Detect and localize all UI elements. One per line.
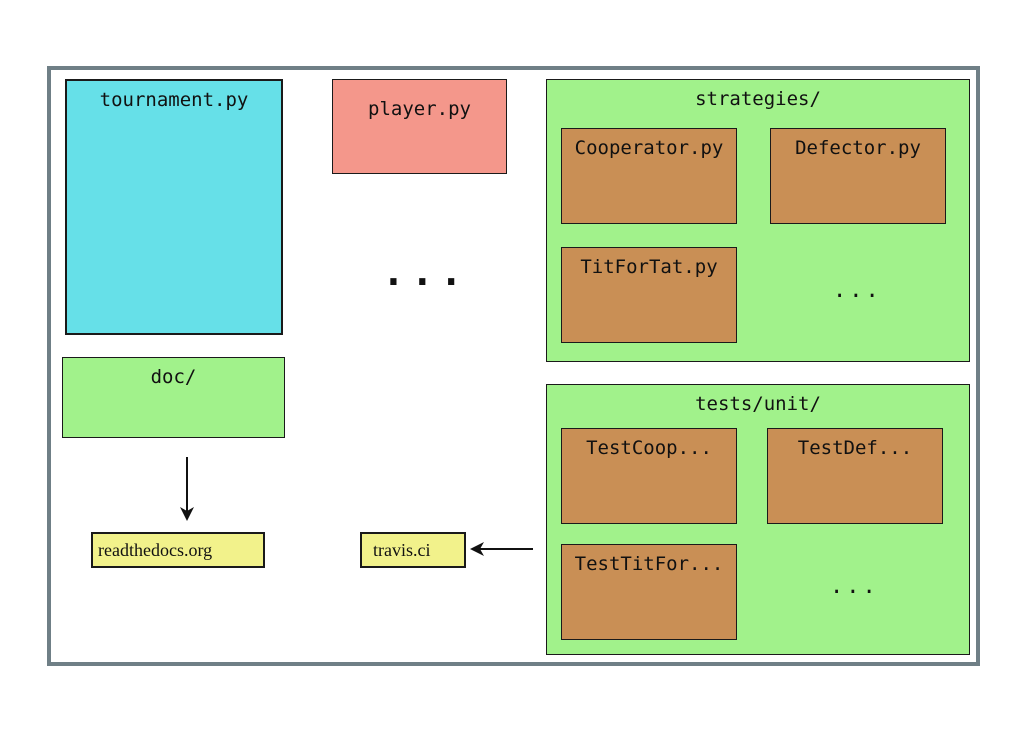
player-label: player.py bbox=[368, 98, 471, 120]
strategy-file-label: Cooperator.py bbox=[574, 137, 724, 159]
tests-label: tests/unit/ bbox=[695, 393, 821, 415]
readthedocs-label: readthedocs.org bbox=[98, 540, 213, 560]
travis-label: travis.ci bbox=[373, 540, 431, 560]
readthedocs-box: readthedocs.org bbox=[91, 532, 265, 568]
strategy-file-label: Defector.py bbox=[795, 137, 921, 159]
test-file: TestCoop... bbox=[561, 428, 737, 524]
strategy-file: Cooperator.py bbox=[561, 128, 737, 224]
middle-ellipsis: ... bbox=[382, 250, 469, 294]
strategy-file: TitForTat.py bbox=[561, 247, 737, 343]
test-file-label: TestDef... bbox=[797, 437, 913, 459]
player-box: player.py bbox=[332, 79, 507, 174]
strategy-file-label: TitForTat.py bbox=[580, 256, 718, 278]
tournament-label: tournament.py bbox=[99, 89, 249, 111]
test-file: TestTitFor... bbox=[561, 544, 737, 640]
test-file-label: TestCoop... bbox=[586, 437, 712, 459]
strategy-file: Defector.py bbox=[770, 128, 946, 224]
diagram-frame bbox=[47, 66, 980, 666]
doc-label: doc/ bbox=[150, 366, 197, 388]
strategies-ellipsis: ... bbox=[833, 278, 882, 303]
test-file: TestDef... bbox=[767, 428, 943, 524]
tests-ellipsis: ... bbox=[830, 574, 879, 599]
tournament-box: tournament.py bbox=[65, 79, 283, 335]
test-file-label: TestTitFor... bbox=[574, 553, 724, 575]
strategies-label: strategies/ bbox=[695, 88, 821, 110]
travis-box: travis.ci bbox=[360, 532, 466, 568]
doc-folder: doc/ bbox=[62, 357, 285, 438]
